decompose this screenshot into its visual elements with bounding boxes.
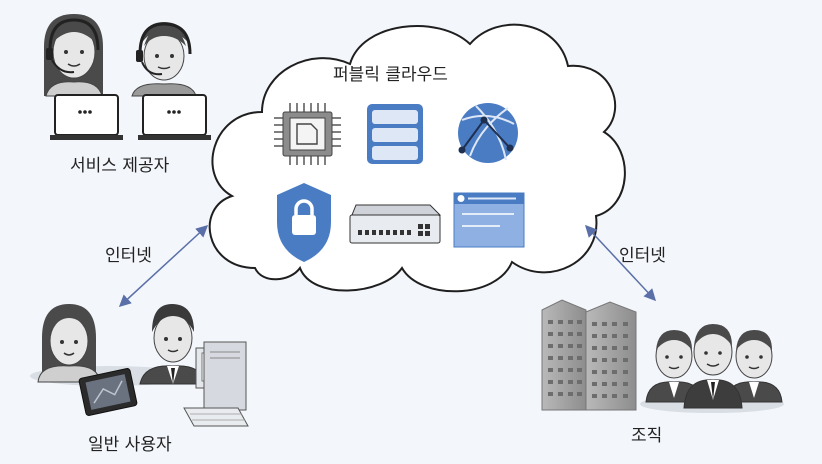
office-buildings-icon bbox=[541, 299, 637, 411]
network-switch-icon bbox=[349, 204, 442, 244]
database-icon bbox=[367, 104, 423, 164]
internet-link-left bbox=[118, 224, 209, 308]
internet-label-left: 인터넷 bbox=[105, 246, 152, 266]
woman-user-avatar bbox=[37, 304, 101, 383]
service-providers-label: 서비스 제공자 bbox=[70, 156, 170, 176]
tablet-icon bbox=[78, 368, 138, 416]
general-users-label: 일반 사용자 bbox=[88, 435, 172, 455]
organization-label: 조직 bbox=[631, 426, 663, 446]
network-globe-icon bbox=[458, 103, 518, 163]
laptop-icon bbox=[138, 94, 211, 140]
cloud-title: 퍼블릭 클라우드 bbox=[333, 65, 448, 85]
desktop-computer-icon bbox=[183, 341, 249, 427]
internet-label-right: 인터넷 bbox=[619, 246, 666, 266]
organization-group bbox=[541, 299, 784, 413]
man-user-avatar bbox=[139, 304, 207, 385]
man-agent-avatar bbox=[131, 22, 197, 97]
woman-agent-avatar bbox=[44, 14, 103, 97]
cpu-chip-icon bbox=[274, 103, 341, 165]
internet-link-right bbox=[584, 224, 657, 302]
general-users-group bbox=[30, 304, 249, 427]
staff-member-avatar bbox=[683, 324, 743, 409]
staff-member-avatar bbox=[725, 330, 783, 403]
laptop-icon bbox=[50, 94, 123, 140]
browser-window-icon bbox=[453, 192, 525, 248]
security-lock-icon bbox=[277, 183, 331, 262]
service-providers-group bbox=[44, 14, 211, 140]
